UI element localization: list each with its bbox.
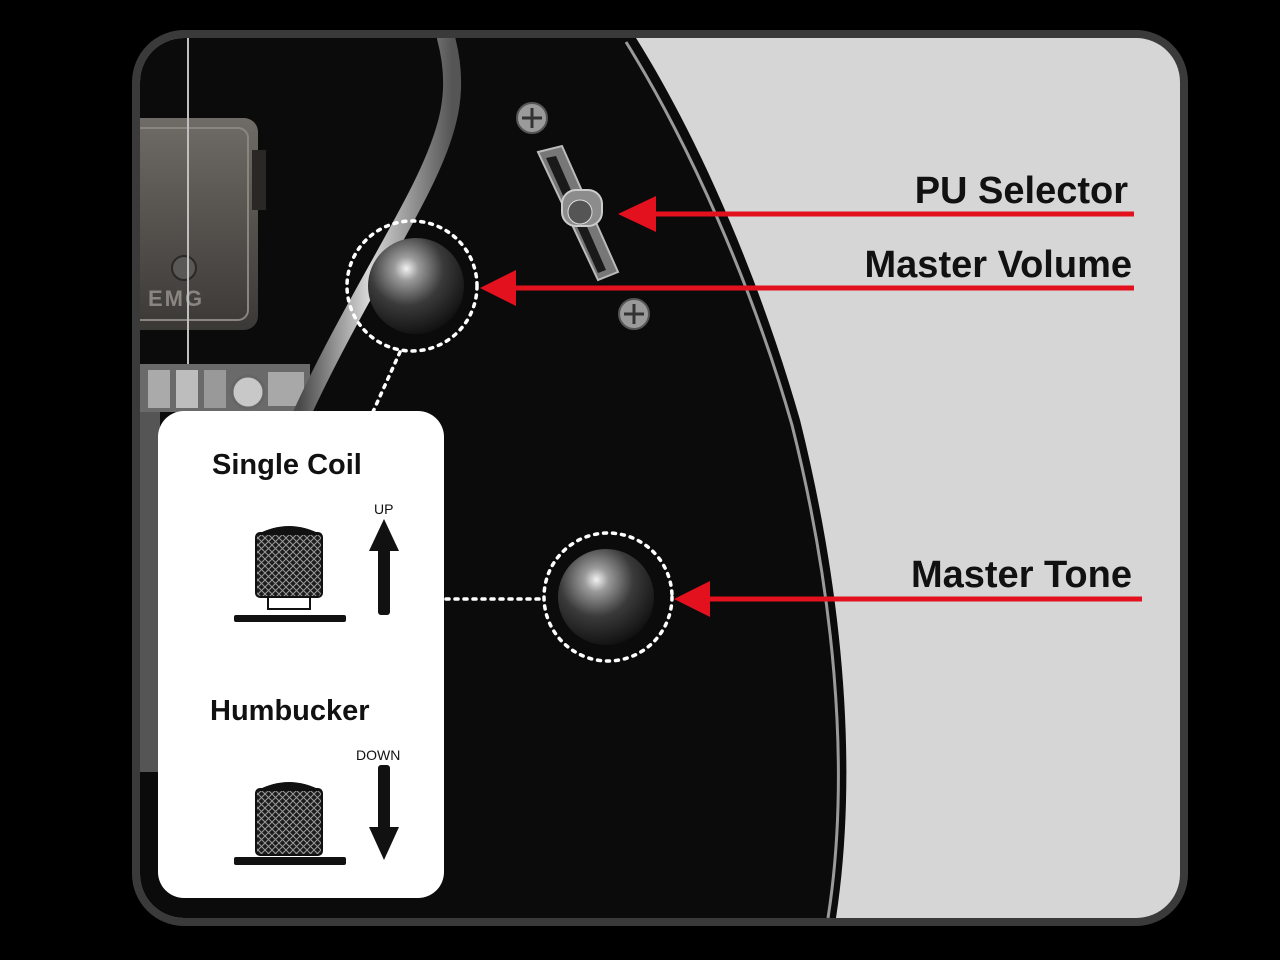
pu-selector-label: PU Selector	[914, 170, 1128, 212]
knob-pushed-down-icon	[234, 782, 346, 865]
master-tone-highlight-ring	[542, 531, 674, 663]
emg-pickup: EMG	[140, 118, 266, 330]
tremolo-arm	[291, 38, 462, 427]
master-tone-label: Master Tone	[910, 554, 1132, 596]
bridge-hardware	[140, 364, 310, 772]
up-label: UP	[374, 501, 394, 517]
master-tone-arrow	[674, 581, 1142, 617]
screw-icon	[516, 102, 548, 134]
master-tone-knob	[558, 549, 654, 645]
coil-split-inset: Single Coil UP Humbucker DOWN	[158, 411, 444, 898]
master-volume-label: Master Volume	[864, 244, 1132, 286]
knob-pulled-up-icon	[234, 526, 346, 622]
screw-icon	[618, 298, 650, 330]
pickup-brand-logo: EMG	[148, 286, 204, 311]
master-volume-knob	[368, 238, 464, 334]
single-coil-title: Single Coil	[212, 449, 362, 481]
volume-inset-connector	[370, 350, 402, 416]
humbucker-title: Humbucker	[210, 695, 370, 727]
master-volume-arrow	[480, 270, 1134, 306]
master-volume-highlight-ring	[345, 219, 479, 353]
down-label: DOWN	[356, 747, 401, 763]
pickguard-edge	[624, 41, 840, 918]
pu-selector-arrow	[618, 196, 1134, 232]
up-arrow-icon	[369, 519, 399, 615]
pu-selector-switch	[516, 102, 650, 330]
down-arrow-icon	[369, 765, 399, 860]
